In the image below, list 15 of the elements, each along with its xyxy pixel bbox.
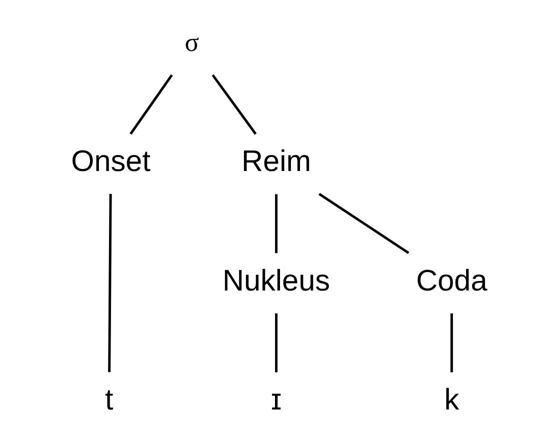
node-text: t bbox=[104, 384, 114, 417]
node-text: Nukleus bbox=[222, 264, 330, 298]
node-text: Coda bbox=[416, 264, 488, 298]
connector bbox=[275, 313, 278, 372]
node-text: σ bbox=[184, 27, 200, 58]
node-text: ɪ bbox=[270, 384, 282, 417]
connector bbox=[212, 74, 257, 135]
connector bbox=[108, 194, 112, 372]
connector bbox=[130, 74, 173, 135]
connector bbox=[275, 194, 278, 254]
node-text: k bbox=[444, 384, 460, 417]
connector bbox=[450, 313, 453, 372]
connector bbox=[318, 192, 410, 254]
node-text: Reim bbox=[242, 145, 312, 178]
node-text: Onset bbox=[71, 145, 150, 178]
